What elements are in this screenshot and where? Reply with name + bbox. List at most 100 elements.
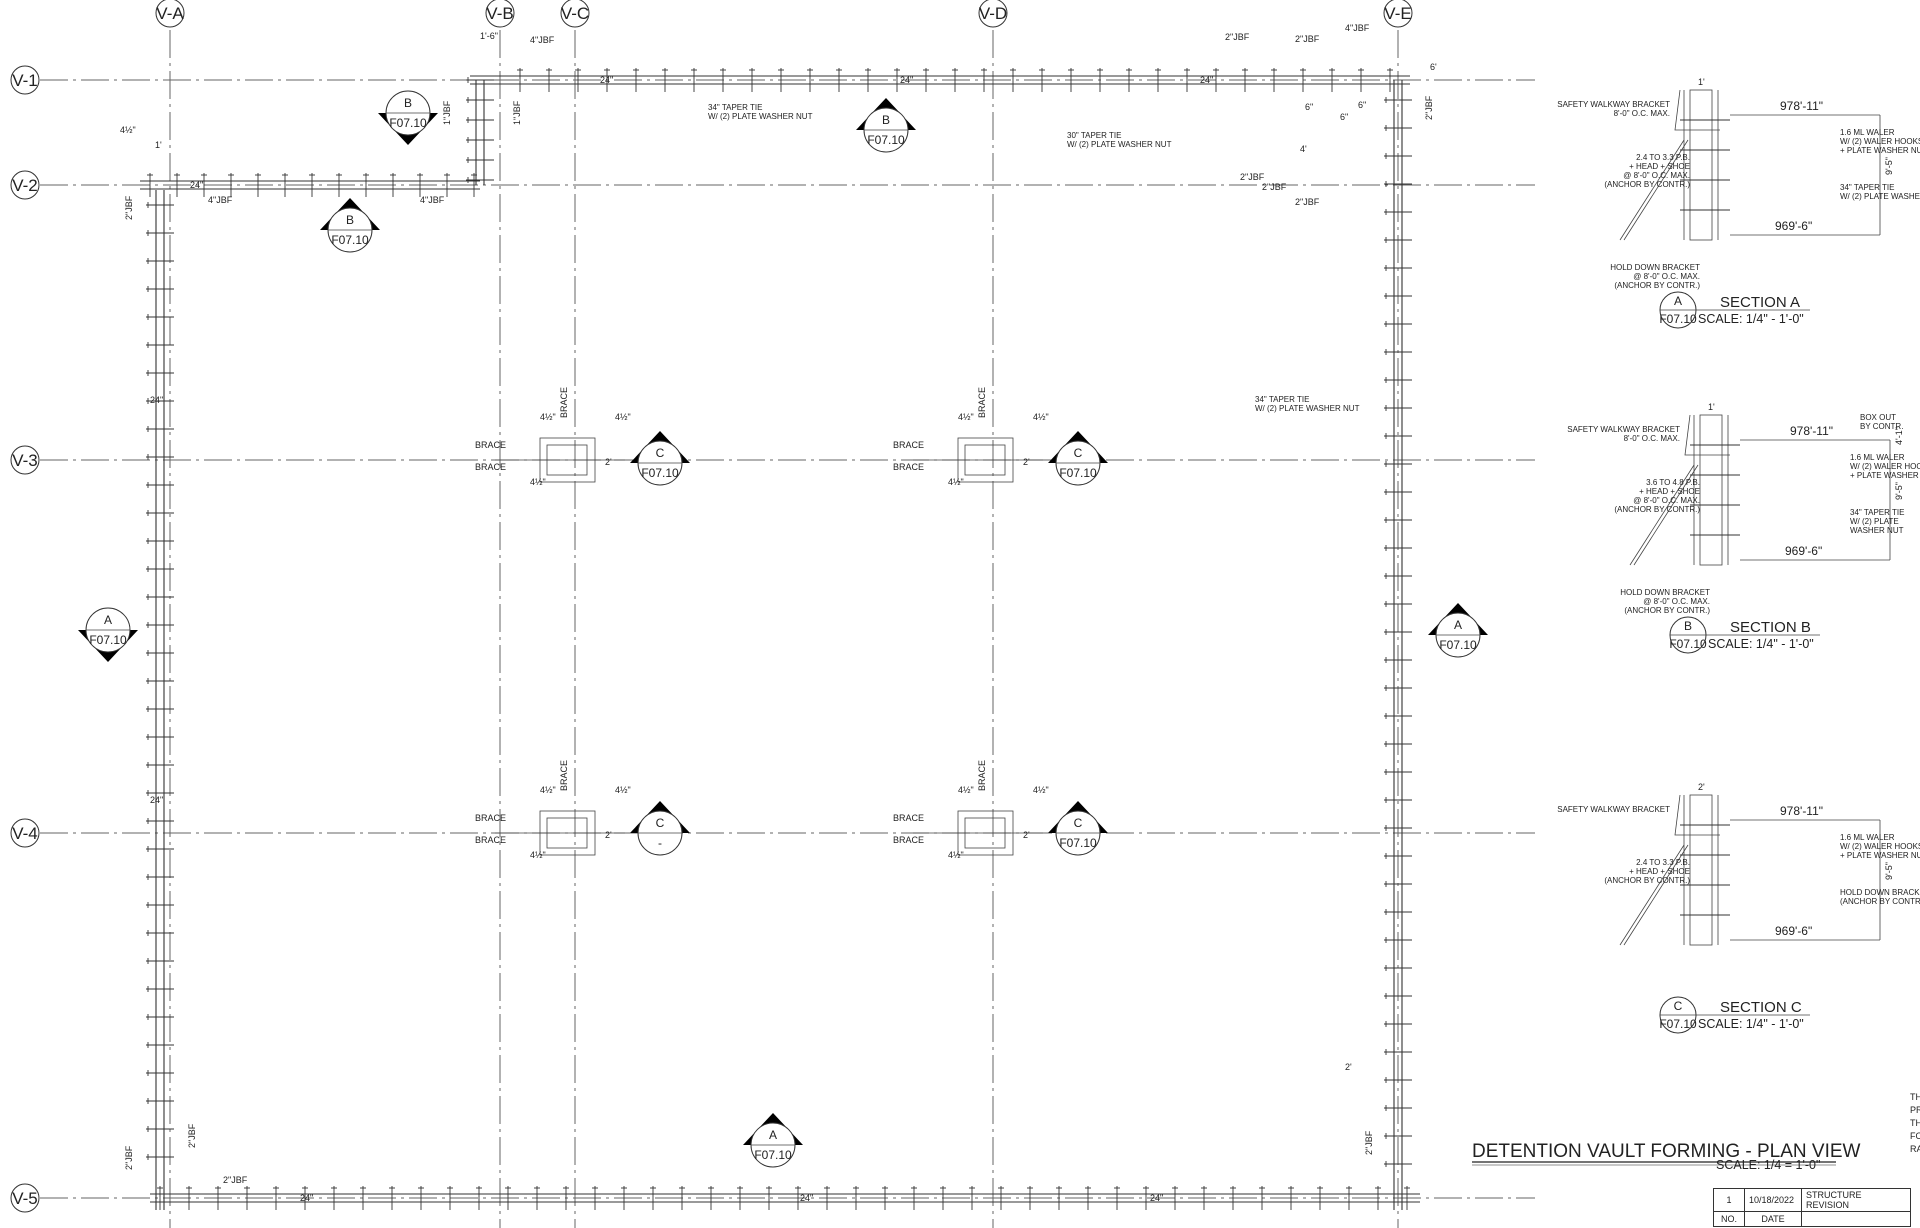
pipe-brace xyxy=(1623,844,1689,946)
top-dim: 1' xyxy=(1708,402,1715,412)
top-elevation: 978'-11" xyxy=(1790,424,1833,438)
dimension-label: 4½" xyxy=(1033,412,1049,422)
dimension-label: 4½" xyxy=(120,125,136,135)
marker-sheet: F07.10 xyxy=(867,133,905,147)
marker-letter: B xyxy=(882,113,890,127)
table-row: 1 10/18/2022 STRUCTURE REVISION xyxy=(1713,1188,1911,1212)
grid-row-label: V-5 xyxy=(12,1189,38,1208)
dimension-label: 4' xyxy=(1300,144,1307,154)
pipe-brace xyxy=(1633,464,1699,566)
grid-col-label: V-B xyxy=(486,4,513,23)
tie-spacing-label: 24" xyxy=(1150,1193,1163,1203)
marker-sheet: - xyxy=(658,836,662,850)
rev-date: 10/18/2022 xyxy=(1744,1188,1802,1212)
grid-bubble xyxy=(485,0,515,28)
marker-sheet: F07.10 xyxy=(1439,638,1477,652)
section-wall xyxy=(1699,414,1723,566)
height-dim: 9'-5" xyxy=(1894,482,1904,500)
top-elevation: 978'-11" xyxy=(1780,99,1823,113)
dimension-label: 2' xyxy=(1345,1062,1352,1072)
marker-sheet: F07.10 xyxy=(389,116,427,130)
dimension-label: 4½" xyxy=(615,412,631,422)
section-title: SECTION C xyxy=(1720,999,1802,1016)
section-note: HOLD DOWN BRACKET(ANCHOR BY CONTR.) xyxy=(1840,888,1920,906)
marker-sheet: F07.10 xyxy=(1059,466,1097,480)
revision-table: 1 10/18/2022 STRUCTURE REVISION NO. DATE xyxy=(1713,1188,1911,1227)
section-detail: 978'-11" 969'-6" 9'-5" 1' 4'-1" SAFETY WALKWA… xyxy=(1567,402,1920,654)
dimension-label: 1' xyxy=(155,140,162,150)
grid-row-label: V-4 xyxy=(12,824,38,843)
brace-label: BRACE xyxy=(559,387,569,418)
edge-text: FO xyxy=(1910,1131,1920,1141)
rev-no: 1 xyxy=(1713,1188,1745,1212)
marker-sheet: F07.10 xyxy=(331,233,369,247)
tie-spacing-label: 24" xyxy=(150,795,163,805)
jbf-label: 4"JBF xyxy=(530,35,555,45)
section-note: 2.4 TO 3.3 P.B.+ HEAD + SHOE(ANCHOR BY C… xyxy=(1604,858,1690,885)
height-dim: 9'-5" xyxy=(1884,862,1894,880)
section-title-letter: C xyxy=(1674,999,1683,1013)
pipe-brace xyxy=(1619,139,1685,241)
marker-letter: A xyxy=(104,613,112,627)
marker-letter: B xyxy=(346,213,354,227)
drawing-title: DETENTION VAULT FORMING - PLAN VIEW xyxy=(1472,1141,1861,1162)
section-title-sheet: F07.10 xyxy=(1659,312,1697,326)
grid-bubble xyxy=(10,65,40,95)
table-row: NO. DATE xyxy=(1713,1211,1911,1227)
marker-letter: C xyxy=(656,816,665,830)
section-title-sheet: F07.10 xyxy=(1669,637,1707,651)
brace-label: BRACE xyxy=(475,462,506,472)
marker-letter: C xyxy=(656,446,665,460)
brace-label: BRACE xyxy=(893,462,924,472)
section-detail: 978'-11"969'-6"9'-5"2'SAFETY WALKWAY BRA… xyxy=(1557,782,1920,1034)
tie-spacing-label: 24" xyxy=(150,395,163,405)
section-title-letter: A xyxy=(1674,294,1682,308)
dimension-label: 2' xyxy=(605,457,612,467)
marker-sheet: F07.10 xyxy=(754,1148,792,1162)
jbf-label: 2"JBF xyxy=(1424,95,1434,120)
marker-letter: B xyxy=(404,96,412,110)
grid-bubble xyxy=(10,1183,40,1213)
walkway-bracket xyxy=(1674,89,1720,131)
rev-desc-header xyxy=(1801,1211,1911,1227)
jbf-label: 2"JBF xyxy=(223,1175,248,1185)
bottom-elevation: 969'-6" xyxy=(1785,544,1822,558)
jbf-label: 4"JBF xyxy=(420,195,445,205)
section-scale: SCALE: 1/4" - 1'-0" xyxy=(1698,312,1804,326)
pipe-brace xyxy=(1619,844,1685,946)
marker-letter: C xyxy=(1074,816,1083,830)
brace-label: BRACE xyxy=(893,835,924,845)
dimension-label: 4½" xyxy=(958,412,974,422)
walkway-bracket xyxy=(1684,414,1730,456)
tie-spacing-label: 24" xyxy=(1200,75,1213,85)
dimension-label: 1'-6" xyxy=(480,31,498,41)
edge-text: TH xyxy=(1910,1118,1920,1128)
section-note: 3.6 TO 4.8 P.B.+ HEAD + SHOE@ 8'-0" O.C.… xyxy=(1614,478,1700,514)
dimension-label: 2' xyxy=(1023,457,1030,467)
dimension-label: 4½" xyxy=(948,477,964,487)
brace-label: BRACE xyxy=(559,760,569,791)
drawing-title-block: DETENTION VAULT FORMING - PLAN VIEW SCAL… xyxy=(1472,1141,1861,1172)
tie-spacing-label: 24" xyxy=(800,1193,813,1203)
grid-bubble xyxy=(978,0,1008,28)
top-elevation: 978'-11" xyxy=(1780,804,1823,818)
dimension-label: 4½" xyxy=(540,785,556,795)
marker-sheet: F07.10 xyxy=(1059,836,1097,850)
brace-label: BRACE xyxy=(977,387,987,418)
extra-dim: 4'-1" xyxy=(1894,427,1904,445)
grid-col-label: V-D xyxy=(979,4,1007,23)
jbf-label: 2"JBF xyxy=(1262,182,1287,192)
section-detail: 978'-11"969'-6"9'-5"1'SAFETY WALKWAY BRA… xyxy=(1557,77,1920,329)
rev-date-header: DATE xyxy=(1744,1211,1802,1227)
grid-row-label: V-3 xyxy=(12,451,38,470)
brace-label: BRACE xyxy=(977,760,987,791)
dimension-label: 2' xyxy=(1023,830,1030,840)
